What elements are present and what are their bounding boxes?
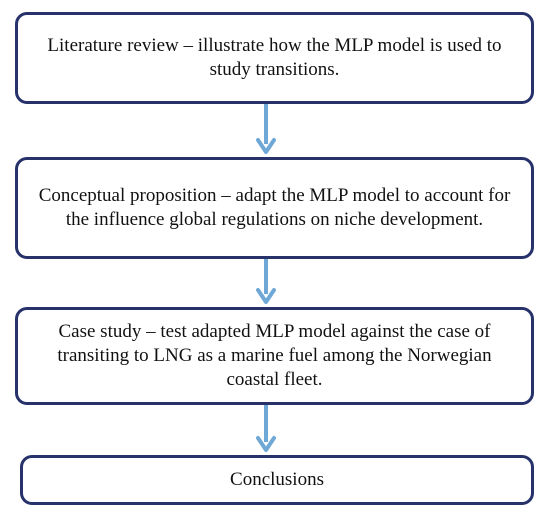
case-study-text: Case study – test adapted MLP model agai… (57, 321, 492, 390)
down-arrow-icon (256, 104, 276, 154)
down-arrow-icon (256, 259, 276, 304)
conceptual-proposition-text: Conceptual proposition – adapt the MLP m… (38, 185, 511, 230)
literature-review-text: Literature review – illustrate how the M… (47, 35, 502, 80)
conclusions-box: Conclusions (20, 455, 534, 505)
literature-review-box: Literature review – illustrate how the M… (15, 12, 534, 104)
case-study-box: Case study – test adapted MLP model agai… (15, 307, 534, 405)
conceptual-proposition-box: Conceptual proposition – adapt the MLP m… (15, 157, 534, 259)
conclusions-text: Conclusions (230, 469, 324, 490)
down-arrow-icon (256, 405, 276, 452)
